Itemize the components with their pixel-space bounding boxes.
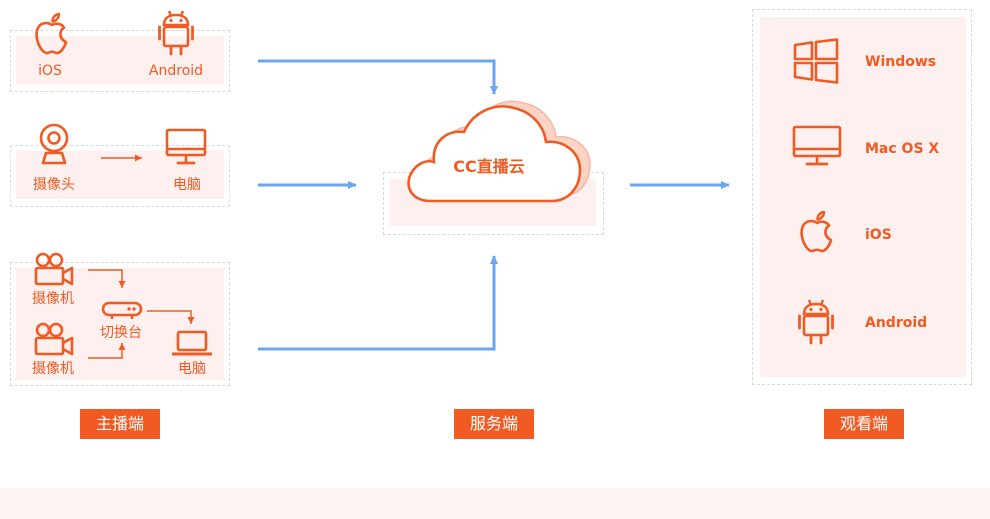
- laptop-icon: [172, 330, 212, 356]
- cloud-label: CC直播云: [453, 157, 525, 176]
- webcam-icon: [39, 123, 69, 165]
- studio-camera2-label: 摄像机: [32, 361, 74, 377]
- camera1-to-switcher-arrow: [88, 269, 126, 288]
- bottom-band: [0, 488, 990, 519]
- switcher-icon: [101, 301, 143, 319]
- camera2-to-switcher-arrow: [88, 343, 126, 359]
- video-camera-icon: [34, 252, 74, 286]
- studio-computer-label: 电脑: [178, 361, 206, 377]
- viewer-tag: 观看端: [824, 409, 904, 439]
- broadcaster-tag: 主播端: [80, 409, 160, 439]
- cloud-icon: [407, 100, 591, 203]
- android-icon: [798, 299, 834, 345]
- mobile-android-label: Android: [148, 63, 204, 79]
- monitor-icon: [165, 128, 207, 165]
- video-camera-icon: [34, 322, 74, 356]
- viewer-item-label: Mac OS X: [865, 141, 940, 157]
- server-tag: 服务端: [454, 409, 534, 439]
- viewer-item-label: iOS: [865, 227, 892, 243]
- apple-icon: [800, 210, 833, 253]
- studio-camera1-label: 摄像机: [32, 291, 74, 307]
- studio-switcher-label: 切换台: [100, 325, 142, 341]
- studio-to-cloud-arrow: [258, 255, 498, 351]
- webcam-group: [10, 145, 230, 207]
- windows-icon: [793, 38, 839, 84]
- viewer-item-label: Windows: [865, 54, 937, 70]
- webcam-computer-label: 电脑: [173, 177, 201, 193]
- studio-group: [10, 262, 230, 386]
- viewer-group: [752, 9, 972, 385]
- apple-icon: [35, 12, 68, 55]
- android-icon: [158, 10, 194, 56]
- mobile-ios-label: iOS: [38, 63, 62, 79]
- monitor-icon: [792, 125, 842, 166]
- mobile-group-fill: [16, 36, 224, 84]
- webcam-group-fill: [16, 151, 224, 199]
- switcher-to-computer-arrow: [147, 310, 195, 324]
- mobile-group: [10, 30, 230, 92]
- mobile-to-cloud-arrow: [258, 59, 498, 95]
- webcam-camera-label: 摄像头: [33, 177, 75, 193]
- viewer-item-label: Android: [865, 315, 928, 331]
